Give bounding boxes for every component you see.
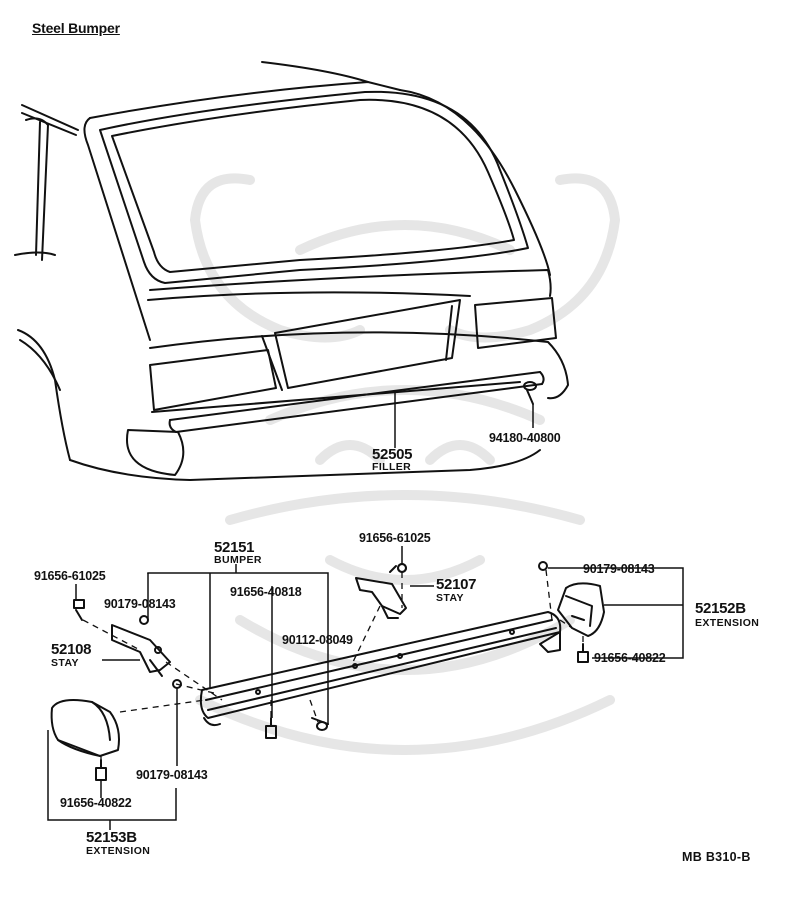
bumper-bar-52151 (199, 611, 562, 727)
callout-52152B-name: EXTENSION (695, 617, 760, 629)
callout-52108-number: 52108 (51, 641, 92, 658)
callout-52107-number: 52107 (436, 576, 477, 593)
callout-52151-number: 52151 (214, 539, 255, 556)
callout-90179-upper-left: 90179-08143 (104, 597, 176, 611)
bolt-91656-40818-shape (265, 717, 277, 739)
callout-52152B-number: 52152B (695, 600, 746, 617)
callout-52505-name: FILLER (372, 461, 412, 473)
callout-90179-upper-right: 90179-08143 (583, 562, 655, 576)
callout-52107-name: STAY (436, 592, 464, 604)
extension-right-52152B (557, 582, 605, 637)
part-leader-lines (47, 546, 684, 830)
callout-90179-lower: 90179-08143 (136, 768, 208, 782)
callout-91656-40822-right: 91656-40822 (594, 651, 666, 665)
callout-52153B-number: 52153B (86, 829, 137, 846)
callout-52108-name: STAY (51, 657, 79, 669)
car-leader-lines (394, 392, 534, 448)
car-rear-view (14, 61, 569, 481)
callout-91656-40818: 91656-40818 (230, 585, 302, 599)
extension-left-52153B (50, 699, 120, 757)
callout-90112-08049: 90112-08049 (282, 633, 353, 647)
callout-91656-61025-top: 91656-61025 (359, 531, 431, 545)
callout-91656-61025-left: 91656-61025 (34, 569, 106, 583)
callout-52151-name: BUMPER (214, 554, 262, 566)
diagram-title: Steel Bumper (32, 20, 120, 36)
callout-52505-number: 52505 (372, 446, 413, 463)
diagram-reference-code: MB B310-B (682, 850, 751, 864)
assembly-dashed-lines (82, 569, 584, 760)
callout-91656-40822-left: 91656-40822 (60, 796, 132, 810)
callout-94180-number: 94180-40800 (489, 431, 561, 445)
stay-left-52108 (111, 624, 171, 677)
bolt-90112-shape (311, 717, 329, 731)
bolt-91656-40822-left-shape (95, 759, 107, 781)
bolt-91656-40822-right-shape (577, 643, 589, 663)
bolt-91656-61025-left-shape (73, 599, 85, 621)
callout-52153B-name: EXTENSION (86, 845, 151, 857)
